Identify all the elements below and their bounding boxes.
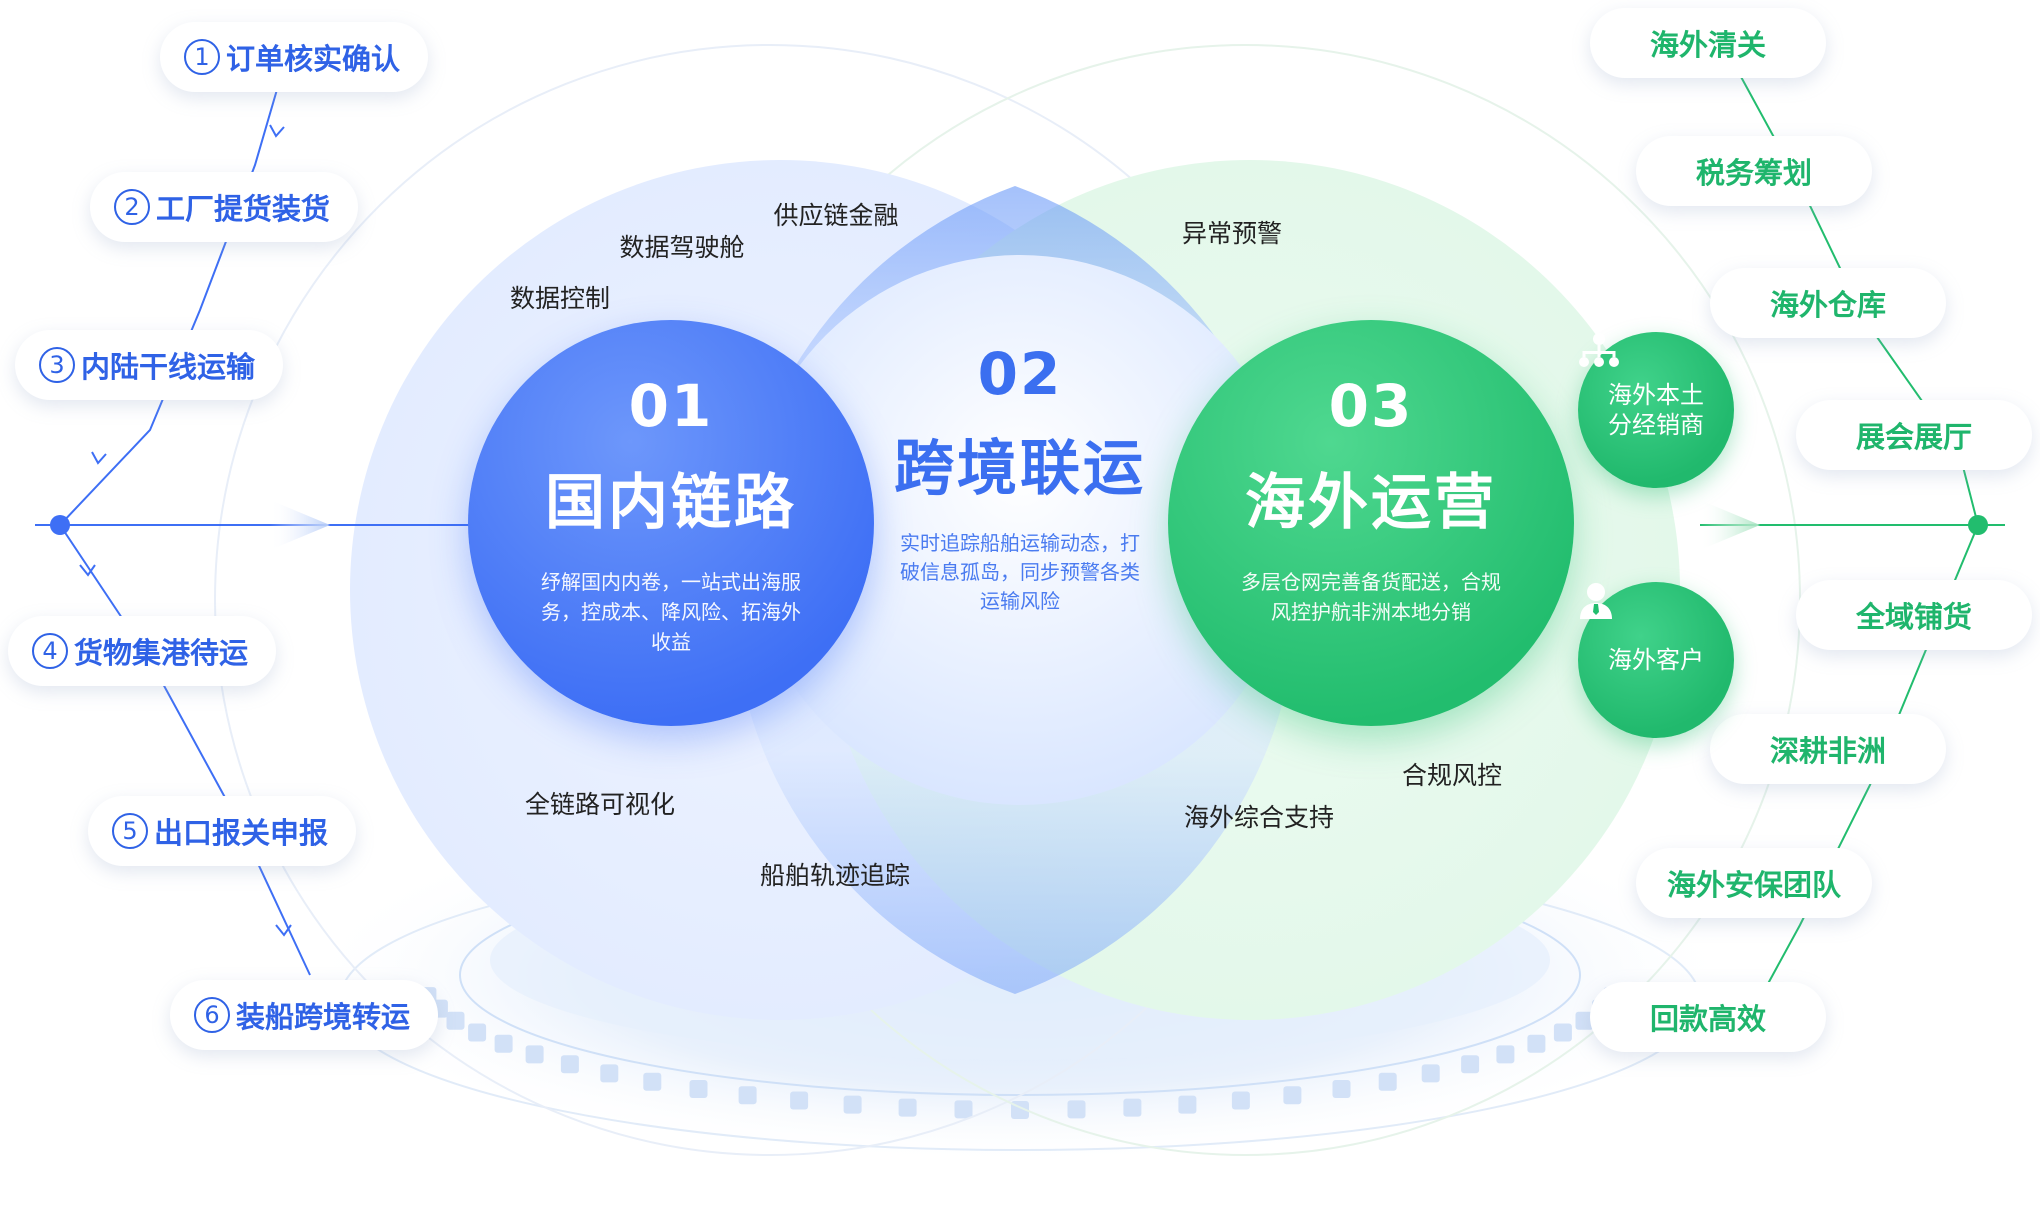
circle-domestic-desc: 纾解国内内卷，一站式出海服务，控成本、降风险、拓海外收益 — [541, 570, 801, 654]
platform-tick — [1231, 1091, 1250, 1110]
service-tax-planning: 税务筹划 — [1636, 136, 1872, 206]
person-icon — [1580, 583, 1612, 619]
flow-step-6: 6 装船跨境转运 — [170, 980, 438, 1050]
service-overseas-customs: 海外清关 — [1590, 8, 1826, 78]
platform-tick — [843, 1095, 862, 1114]
platform-tick — [1123, 1098, 1142, 1117]
flow-step-5: 5 出口报关申报 — [88, 796, 356, 866]
circle-domestic-chain: 01 国内链路 纾解国内内卷，一站式出海服务，控成本、降风险、拓海外收益 — [468, 320, 874, 726]
label-compliance-risk: 合规风控 — [1401, 761, 1503, 790]
platform-tick — [1067, 1100, 1086, 1119]
node-local-distributor: 海外本土分经销商 — [1578, 332, 1734, 488]
platform-tick — [1575, 1011, 1594, 1030]
node-overseas-customer-label: 海外客户 — [1608, 646, 1704, 674]
label-exception-alert: 异常预警 — [1181, 219, 1283, 248]
flow-step-4: 4 货物集港待运 — [8, 616, 276, 686]
platform-tick — [1421, 1064, 1440, 1083]
label-chain-visualization: 全链路可视化 — [524, 790, 676, 819]
platform-tick — [468, 1023, 487, 1042]
label-data-cockpit: 数据驾驶舱 — [619, 233, 745, 262]
platform-tick — [954, 1100, 973, 1119]
platform-tick — [1378, 1072, 1397, 1091]
service-exhibition-hall: 展会展厅 — [1796, 400, 2032, 470]
platform-tick — [1496, 1045, 1515, 1064]
platform-tick — [643, 1072, 662, 1091]
platform-tick — [600, 1064, 619, 1083]
org-chart-icon — [1579, 333, 1619, 367]
node-overseas-customer: 海外客户 — [1578, 582, 1734, 738]
platform-tick — [446, 1011, 465, 1030]
label-data-control: 数据控制 — [509, 284, 611, 313]
flow-step-1: 1 订单核实确认 — [160, 22, 428, 92]
platform-tick — [1178, 1095, 1197, 1114]
circle-overseas-ops: 03 海外运营 多层仓网完善备货配送，合规风控护航非洲本地分销 — [1168, 320, 1574, 726]
circle-domestic-number: 01 — [628, 372, 714, 440]
circle-overseas-title: 海外运营 — [1245, 468, 1497, 538]
platform-tick — [494, 1034, 513, 1053]
circle-overseas-number: 03 — [1328, 372, 1414, 440]
service-africa-focus: 深耕非洲 — [1710, 714, 1946, 784]
platform-tick — [738, 1086, 757, 1105]
service-full-distribution: 全域铺货 — [1796, 580, 2032, 650]
circle-crossborder-title: 跨境联运 — [894, 434, 1146, 504]
platform-tick — [560, 1055, 579, 1074]
circle-domestic-title: 国内链路 — [545, 468, 797, 538]
circle-crossborder-desc: 实时追踪船舶运输动态，打破信息孤岛，同步预警各类运输风险 — [900, 531, 1140, 613]
circle-overseas-desc: 多层仓网完善备货配送，合规风控护航非洲本地分销 — [1241, 570, 1501, 624]
circle-crossborder: 02 跨境联运 实时追踪船舶运输动态，打破信息孤岛，同步预警各类运输风险 — [870, 340, 1170, 616]
service-security-team: 海外安保团队 — [1636, 848, 1872, 918]
flow-step-2: 2 工厂提货装货 — [90, 172, 358, 242]
circle-crossborder-number: 02 — [977, 340, 1063, 408]
label-vessel-tracking: 船舶轨迹追踪 — [759, 861, 911, 890]
platform-tick — [790, 1091, 809, 1110]
platform-tick — [525, 1045, 544, 1064]
platform-tick — [689, 1080, 708, 1098]
service-overseas-warehouse: 海外仓库 — [1710, 268, 1946, 338]
platform-tick — [1332, 1080, 1351, 1098]
platform-tick — [1461, 1055, 1480, 1074]
platform-tick — [1527, 1034, 1546, 1053]
flow-step-3: 3 内陆干线运输 — [15, 330, 283, 400]
platform-tick — [1553, 1023, 1572, 1042]
service-fast-payment: 回款高效 — [1590, 982, 1826, 1052]
platform-tick — [1283, 1086, 1302, 1105]
label-overseas-support: 海外综合支持 — [1183, 803, 1335, 832]
label-supply-chain-finance: 供应链金融 — [773, 201, 899, 230]
platform-tick — [898, 1098, 917, 1117]
node-local-distributor-label: 海外本土分经销商 — [1608, 381, 1704, 439]
